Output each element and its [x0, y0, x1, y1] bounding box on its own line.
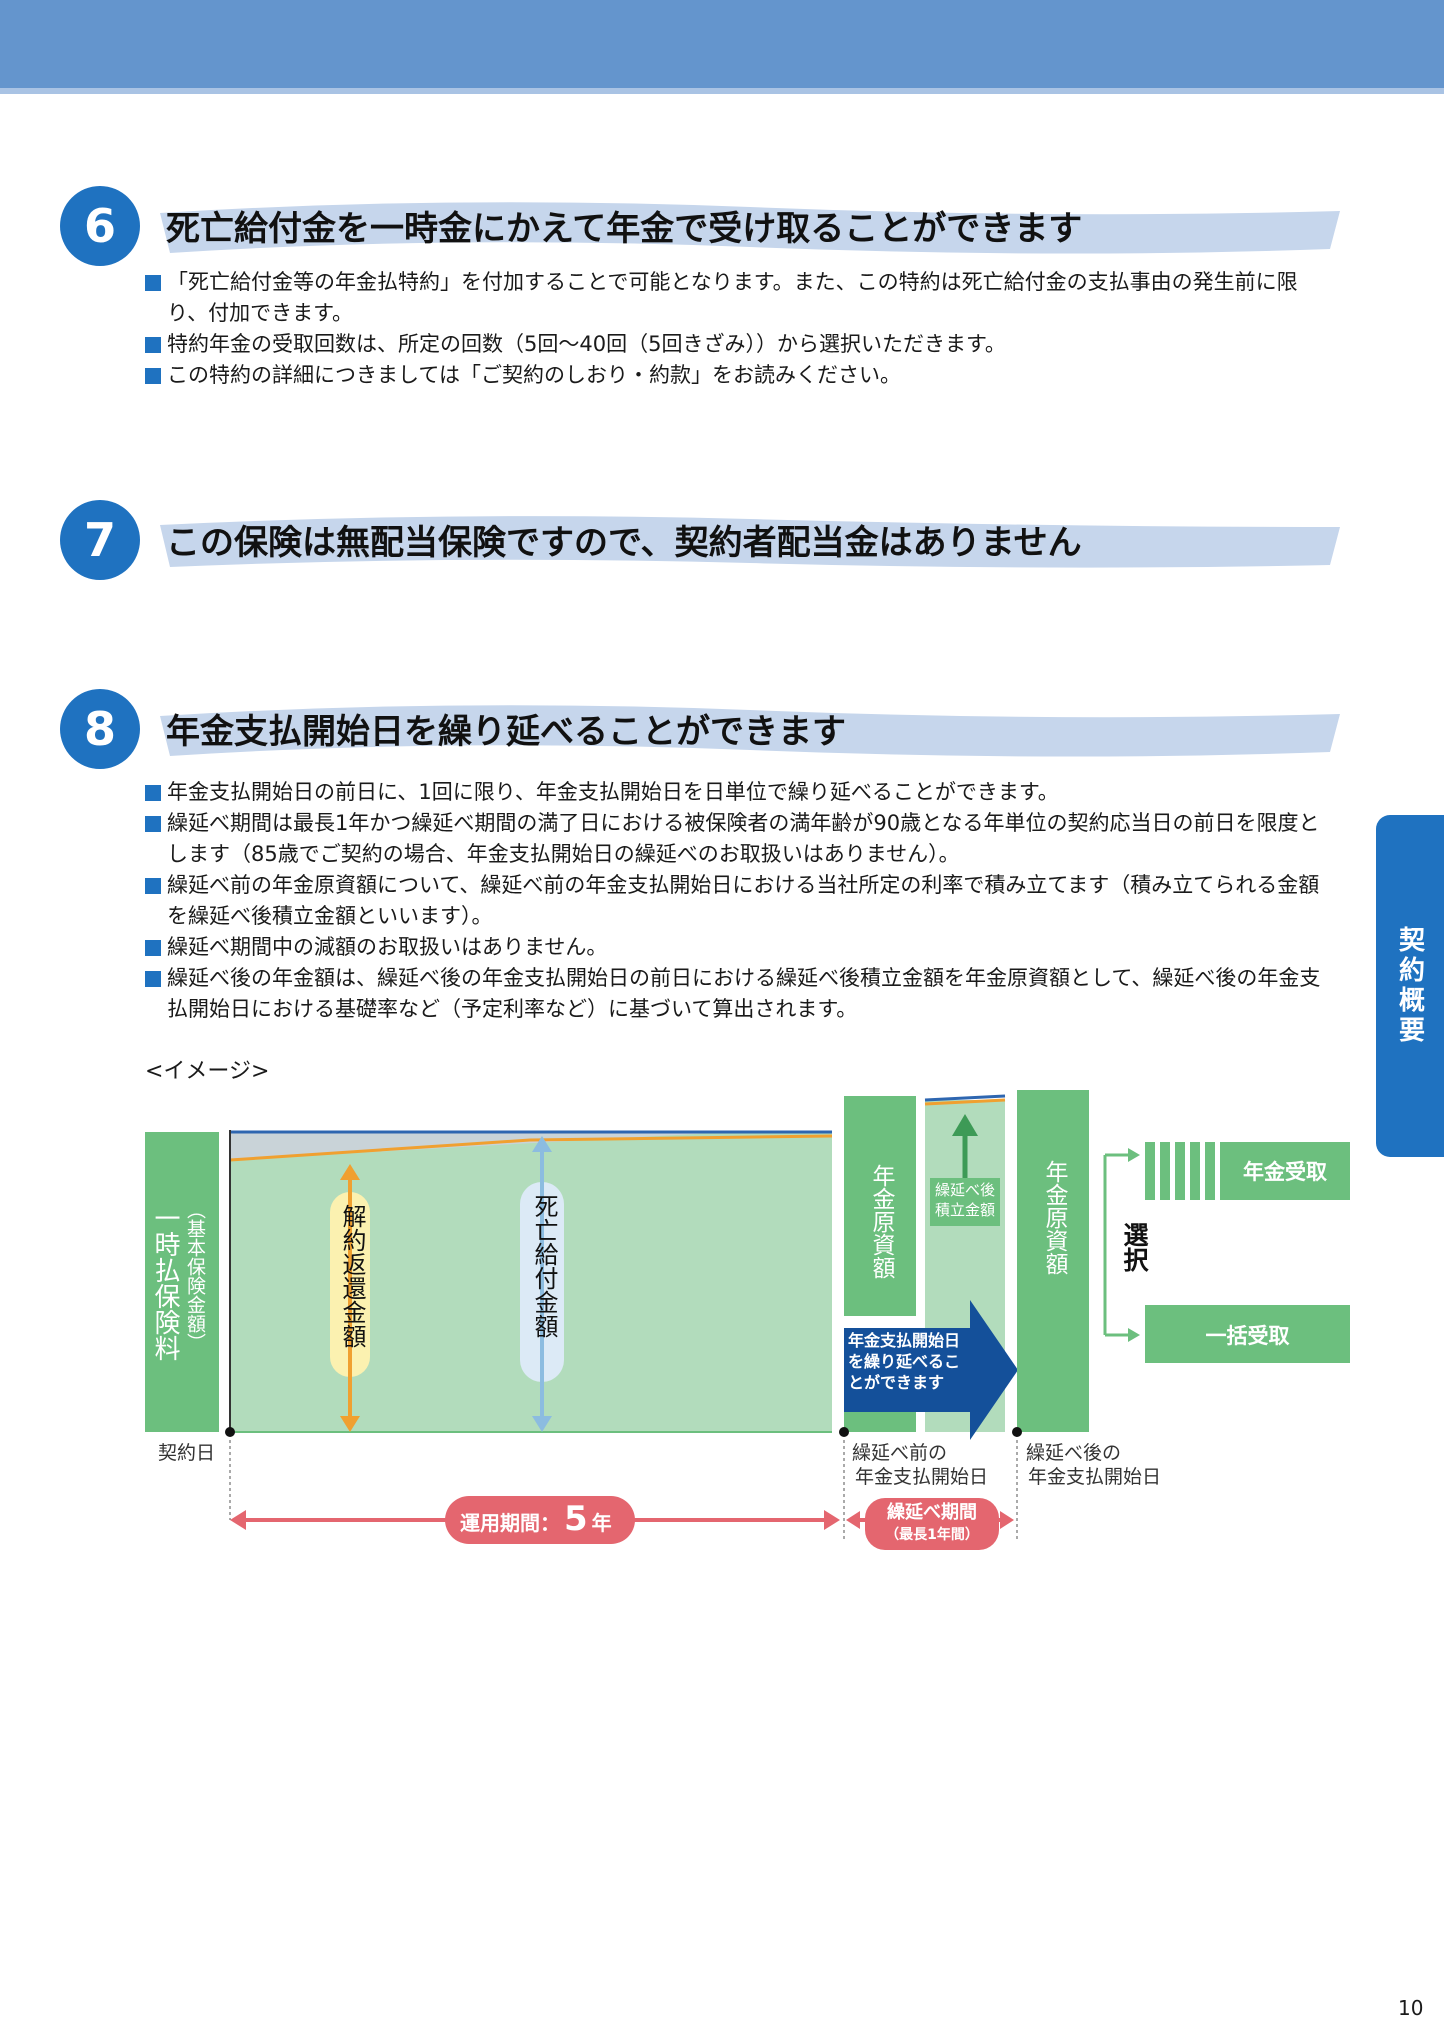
top-header-stripe — [0, 88, 1444, 94]
brush-background — [160, 705, 1340, 757]
bullet-square-icon — [145, 816, 161, 832]
deferral-arrow-icon — [844, 1300, 1018, 1440]
section-number-badge: 8 — [60, 689, 140, 769]
top-header-bar — [0, 0, 1444, 88]
section-title: この保険は無配当保険ですので、契約者配当金はありません — [166, 523, 1082, 563]
gap-area — [230, 1132, 832, 1160]
section-8-bullets: 年金支払開始日の前日に、1回に限り、年金支払開始日を日単位で繰り延べることができ… — [145, 777, 1335, 1025]
arrow-right-icon — [1128, 1148, 1140, 1162]
bullet-item: 繰延べ後の年金額は、繰延べ後の年金支払開始日の前日における繰延べ後積立金額を年金… — [145, 963, 1335, 1025]
surrender-label: 解約返還金額 — [338, 1204, 366, 1348]
before-start-line2: 年金支払開始日 — [855, 1466, 989, 1488]
lump-box — [1145, 1305, 1350, 1363]
surrender-line — [229, 1134, 833, 1162]
principal-label: 年金原資額 — [868, 1164, 894, 1279]
deferral-arrow-text: 年金支払開始日を繰り延べることができます — [848, 1331, 961, 1392]
section-title: 年金支払開始日を繰り延べることができます — [166, 712, 846, 752]
bullet-square-icon — [145, 971, 161, 987]
section-6-bullets: 「死亡給付金等の年金払特約」を付加することで可能となります。また、この特約は死亡… — [145, 267, 1335, 391]
arrow-up-icon — [532, 1136, 552, 1152]
bullet-item: 繰延べ前の年金原資額について、繰延べ前の年金支払開始日における当社所定の利率で積… — [145, 870, 1335, 932]
death-benefit-label: 死亡給付金額 — [530, 1194, 558, 1338]
bullet-item: 「死亡給付金等の年金払特約」を付加することで可能となります。また、この特約は死亡… — [145, 267, 1335, 329]
after-start-line1: 繰延べ後の — [1026, 1442, 1122, 1464]
bullet-square-icon — [145, 275, 161, 291]
principal-bar-2 — [1017, 1090, 1089, 1432]
deferral-pill — [865, 1498, 999, 1550]
principal-bar-1 — [844, 1096, 916, 1316]
annuity-stripes — [1145, 1142, 1350, 1200]
deferral-period-label: 繰延べ期間 — [887, 1502, 977, 1523]
principal-label-2: 年金原資額 — [1041, 1160, 1067, 1275]
section-7-heading: 7 この保険は無配当保険ですので、契約者配当金はありません — [60, 497, 1360, 583]
up-arrow-icon — [952, 1114, 978, 1136]
page-number: 10 — [1398, 1996, 1424, 2020]
arrow-down-icon — [340, 1416, 360, 1432]
bullet-square-icon — [145, 368, 161, 384]
deferred-accum-label: 繰延べ後積立金額 — [934, 1181, 995, 1219]
brush-background — [160, 516, 1340, 568]
bullet-square-icon — [145, 940, 161, 956]
side-tab-contract-summary[interactable]: 契約概要 — [1376, 815, 1444, 1157]
arrow-down-icon — [532, 1416, 552, 1432]
bullet-item: 繰延べ期間は最長1年かつ繰延べ期間の満了日における被保険者の満年齢が90歳となる… — [145, 808, 1335, 870]
diagram-shapes — [145, 1090, 1350, 1550]
period-pill — [445, 1496, 635, 1544]
deferral-max-label: （最長1年間） — [885, 1527, 979, 1543]
section-8-heading: 8 年金支払開始日を繰り延べることができます — [60, 686, 1360, 772]
after-start-line2: 年金支払開始日 — [1028, 1466, 1162, 1488]
bullet-item: 特約年金の受取回数は、所定の回数（5回〜40回（5回きざみ））から選択いただきま… — [145, 329, 1335, 360]
premium-bar — [145, 1132, 219, 1432]
bullet-square-icon — [145, 878, 161, 894]
premium-label: 一時払保険料 — [150, 1205, 180, 1361]
before-start-line1: 繰延べ前の — [852, 1442, 948, 1464]
arrow-up-icon — [340, 1164, 360, 1180]
section-number-badge: 6 — [60, 186, 140, 266]
bullet-item: 繰延べ期間中の減額のお取扱いはありません。 — [145, 932, 1335, 963]
premium-sublabel: （基本保険金額） — [184, 1200, 206, 1352]
section-6-heading: 6 死亡給付金を一時金にかえて年金で受け取ることができます — [60, 183, 1360, 269]
section-number-badge: 7 — [60, 500, 140, 580]
choice-label: 選択 — [1120, 1222, 1149, 1272]
bullet-item: 年金支払開始日の前日に、1回に限り、年金支払開始日を日単位で繰り延べることができ… — [145, 777, 1335, 808]
section-title: 死亡給付金を一時金にかえて年金で受け取ることができます — [166, 209, 1083, 249]
lump-option-label: 一括受取 — [1205, 1324, 1290, 1348]
arrow-right-icon — [1128, 1328, 1140, 1342]
brush-background — [160, 202, 1340, 254]
image-caption: <イメージ> — [145, 1059, 270, 1084]
bullet-square-icon — [145, 785, 161, 801]
bullet-item: この特約の詳細につきましては「ご契約のしおり・約款」をお読みください。 — [145, 360, 1335, 391]
annuity-option-label: 年金受取 — [1243, 1160, 1327, 1184]
deferral-diagram: 一時払保険料 （基本保険金額） 解約返還金額 死亡給付金額 年金原資額 繰延べ後… — [130, 1080, 1360, 1560]
bullet-square-icon — [145, 337, 161, 353]
contract-date-label: 契約日 — [158, 1442, 216, 1464]
